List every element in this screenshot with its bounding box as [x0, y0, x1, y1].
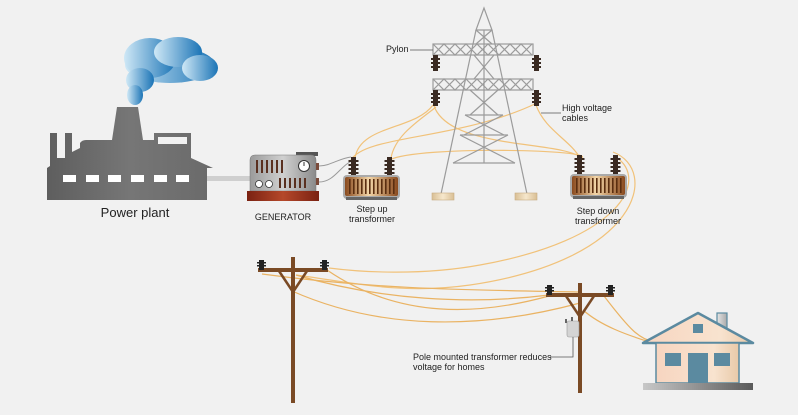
pole-transformer-label: Pole mounted transformer reduces voltage… [413, 352, 552, 373]
utility-pole-right [545, 283, 615, 393]
hv-cables-line-1: High voltage [562, 103, 613, 113]
step-up-transformer-label: Step up transformer [340, 204, 404, 225]
step-down-transformer-label: Step down transformer [566, 206, 630, 227]
step-up-transformer [343, 157, 400, 200]
transformer-fins [576, 178, 622, 193]
transformer-fin [393, 179, 395, 194]
transformer-fin [616, 178, 618, 193]
transformer-fin [600, 178, 602, 193]
step-up-label-line-2: transformer [348, 214, 395, 225]
transformer-fin [604, 178, 606, 193]
transformer-fin [373, 179, 375, 194]
step-down-label-line-1: Step down [576, 206, 620, 216]
pylon [432, 6, 534, 195]
transformer-fin [620, 178, 622, 193]
transformer-fin [369, 179, 371, 194]
transformer-fin [361, 179, 363, 194]
transformer-fin [596, 178, 598, 193]
transformer-fin [592, 178, 594, 193]
pole-transformer-line-2: voltage for homes [413, 362, 485, 373]
transformer-fins [349, 179, 395, 194]
power-plant [47, 37, 252, 200]
transformer-fin [381, 179, 383, 194]
pipe [207, 176, 252, 181]
pylon-label: Pylon [386, 44, 409, 54]
step-up-label-line-1: Step up [356, 204, 388, 214]
transformer-fin [349, 179, 351, 194]
transformer-fin [584, 178, 586, 193]
utility-pole-left [257, 257, 329, 403]
house [641, 311, 755, 390]
dial-icon [255, 180, 263, 188]
generator-label: GENERATOR [254, 212, 312, 222]
step-down-label-line-2: transformer [574, 216, 621, 227]
transformer-fin [377, 179, 379, 194]
high-voltage-cables-label: High voltage cables [562, 103, 612, 124]
smoke-cloud [124, 37, 218, 105]
distribution-cables [261, 269, 661, 346]
hv-cables-line-2: cables [562, 113, 589, 124]
transformer-fin [612, 178, 614, 193]
pole-transformer-line-1: Pole mounted transformer reduces [413, 352, 552, 362]
transformer-fin [576, 178, 578, 193]
transformer-fin [365, 179, 367, 194]
transformer-fin [385, 179, 387, 194]
generator-base [247, 191, 319, 201]
generator [247, 152, 355, 201]
factory-building [47, 107, 213, 200]
insulator [384, 157, 395, 177]
dial-icon [265, 180, 273, 188]
insulator [348, 157, 359, 177]
transformer-fin [580, 178, 582, 193]
transformer-fin [588, 178, 590, 193]
step-down-transformer [570, 155, 627, 199]
pylon-feet [431, 192, 538, 201]
transformer-fin [608, 178, 610, 193]
pylon-insulators [431, 55, 541, 106]
pole-mounted-transformer [565, 317, 580, 338]
power-plant-label: Power plant [100, 205, 170, 220]
pole-transformer-leader-line [550, 337, 574, 358]
factory-windows [63, 175, 189, 182]
transformer-fin [389, 179, 391, 194]
transformer-fin [357, 179, 359, 194]
transformer-fin [353, 179, 355, 194]
